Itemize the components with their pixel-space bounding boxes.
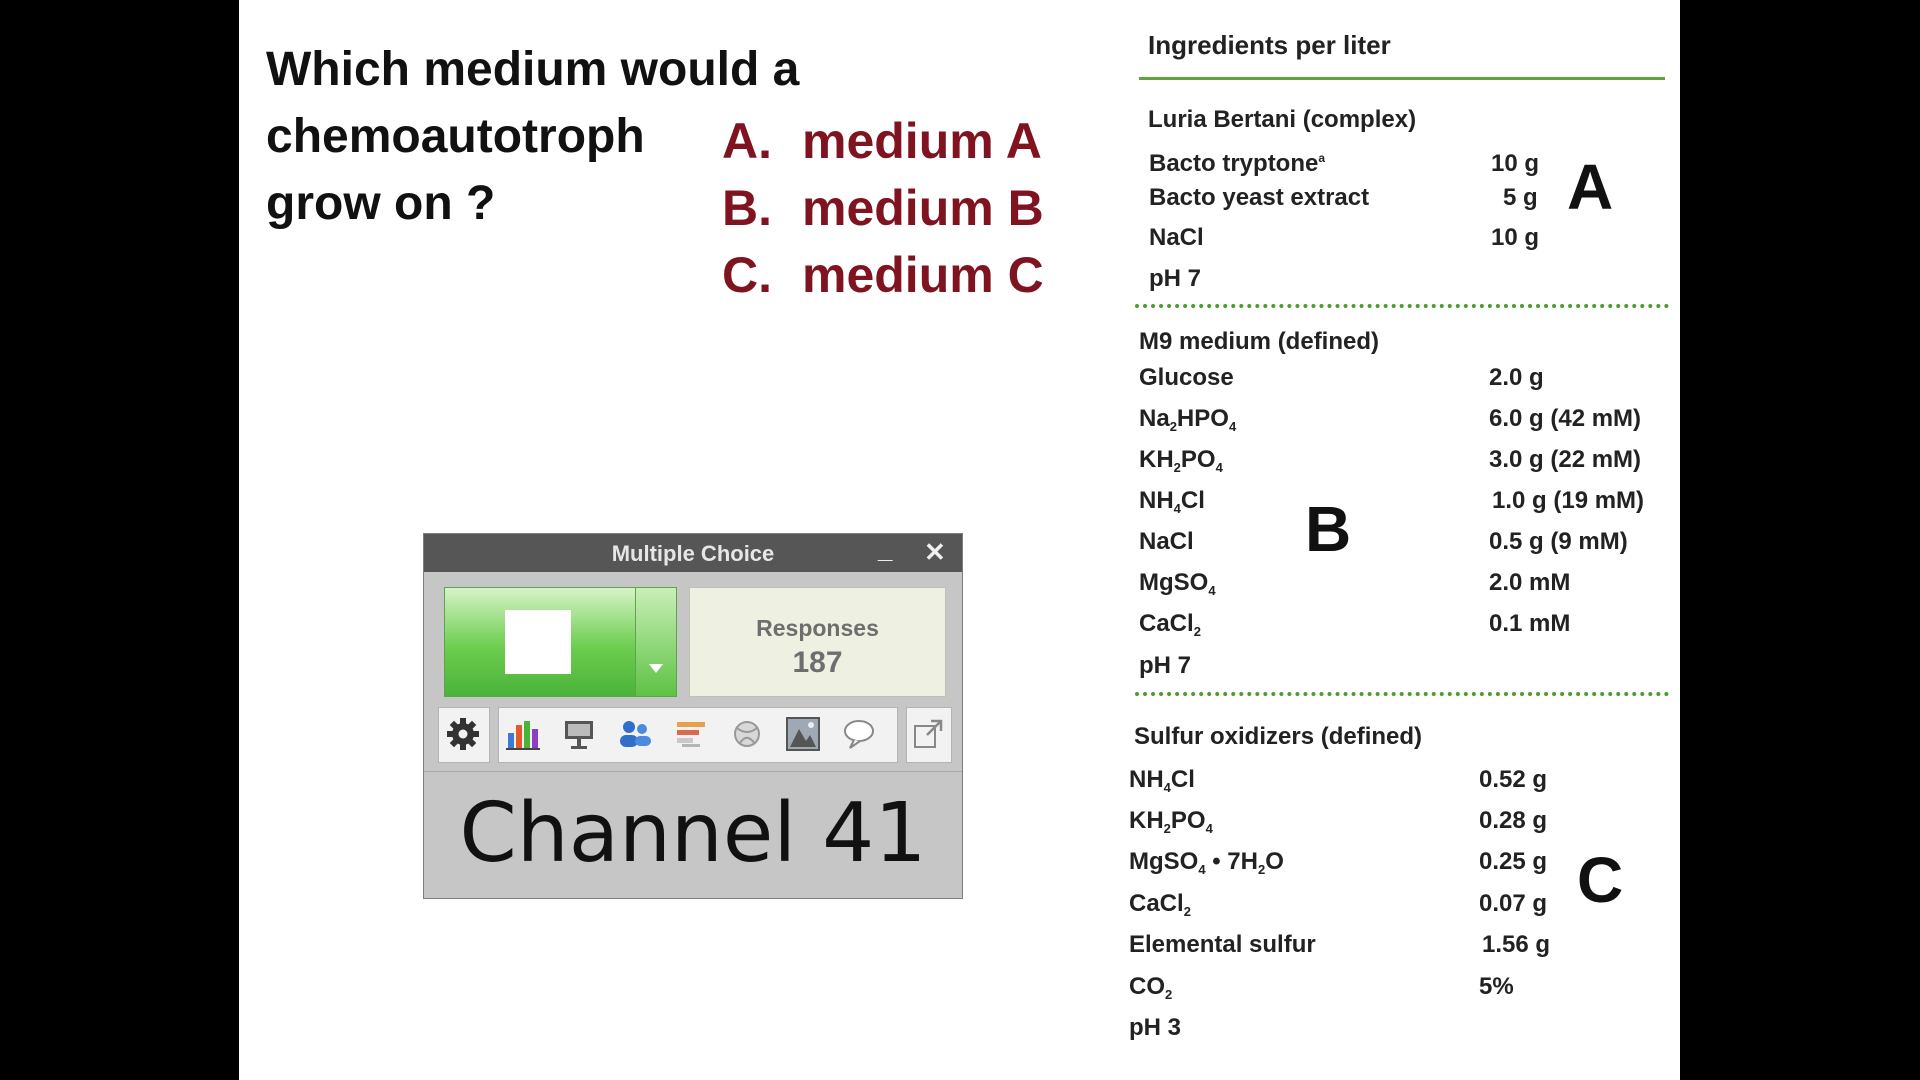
screenshot-icon[interactable] xyxy=(784,715,822,753)
channel-label: Channel 41 xyxy=(459,786,927,881)
row-name: NH4Cl xyxy=(1129,766,1195,795)
section-a-title: Luria Bertani (complex) xyxy=(1148,106,1417,133)
poll-dropdown-button[interactable] xyxy=(635,587,677,697)
window-titlebar[interactable]: Multiple Choice _ ✕ xyxy=(424,534,962,572)
question-text: Which medium would a chemoautotroph grow… xyxy=(266,43,800,230)
section-a-label: A xyxy=(1567,151,1614,223)
row-name: pH 7 xyxy=(1149,265,1202,292)
option-letter: C. xyxy=(722,247,772,303)
row-amount: 1.56 g xyxy=(1482,931,1551,958)
responses-panel: Responses 187 xyxy=(689,587,946,697)
option-letter: B. xyxy=(722,180,772,236)
row-name: Bacto tryptonea xyxy=(1149,150,1326,177)
row-name: Glucose xyxy=(1139,364,1234,391)
row-amount: 10 g xyxy=(1491,150,1540,177)
section-b-title: M9 medium (defined) xyxy=(1139,328,1380,355)
row-amount: 5 g xyxy=(1503,184,1538,211)
responses-count: 187 xyxy=(792,646,843,679)
window-title: Multiple Choice xyxy=(611,541,775,566)
table-header: Ingredients per liter xyxy=(1148,30,1391,60)
option-c: C. medium C xyxy=(722,242,1044,309)
row-name: Elemental sulfur xyxy=(1129,931,1316,958)
presentation-icon[interactable] xyxy=(560,715,598,753)
row-name: CaCl2 xyxy=(1139,610,1201,639)
slide: Which medium would a chemoautotroph grow… xyxy=(239,0,1680,1080)
row-amount: 0.5 g (9 mM) xyxy=(1489,528,1628,555)
pop-out-icon[interactable] xyxy=(909,715,947,753)
section-b-label: B xyxy=(1305,493,1352,565)
option-letter: A. xyxy=(722,113,772,169)
row-name: pH 3 xyxy=(1129,1014,1182,1041)
row-amount: 1.0 g (19 mM) xyxy=(1492,487,1645,514)
speech-bubble-icon[interactable] xyxy=(840,715,878,753)
section-c-label: C xyxy=(1577,844,1624,916)
row-name: NH4Cl xyxy=(1139,487,1205,516)
row-amount: 0.1 mM xyxy=(1489,610,1571,637)
row-amount: 0.07 g xyxy=(1479,890,1548,917)
row-amount: 0.25 g xyxy=(1479,848,1548,875)
row-amount: 0.52 g xyxy=(1479,766,1548,793)
close-button[interactable]: ✕ xyxy=(924,537,946,567)
minimize-button[interactable]: _ xyxy=(878,534,893,564)
header-rule xyxy=(1139,77,1665,80)
row-name: pH 7 xyxy=(1139,652,1192,679)
row-name: NaCl xyxy=(1149,224,1204,251)
row-name: Na2HPO4 xyxy=(1139,405,1237,434)
row-name: CaCl2 xyxy=(1129,890,1191,919)
row-name: KH2PO4 xyxy=(1139,446,1223,475)
row-amount: 6.0 g (42 mM) xyxy=(1489,405,1642,432)
responses-label: Responses xyxy=(756,615,879,641)
stop-square-icon xyxy=(505,610,571,674)
row-amount: 0.28 g xyxy=(1479,807,1548,834)
chevron-down-icon xyxy=(649,664,663,673)
bar-chart-icon[interactable] xyxy=(504,715,542,753)
row-name: CO2 xyxy=(1129,973,1173,1002)
section-divider xyxy=(1135,304,1669,308)
gear-icon[interactable] xyxy=(444,715,482,753)
toolbar xyxy=(438,707,952,763)
toolbar-group xyxy=(906,707,952,763)
option-a: A. medium A xyxy=(722,108,1044,175)
row-name: MgSO4 • 7H2O xyxy=(1129,848,1284,877)
divider xyxy=(424,771,962,772)
option-text: medium B xyxy=(802,180,1044,236)
row-amount: 3.0 g (22 mM) xyxy=(1489,446,1642,473)
section-divider xyxy=(1135,692,1669,696)
row-amount: 10 g xyxy=(1491,224,1540,251)
row-name: Bacto yeast extract xyxy=(1149,184,1370,211)
row-name: NaCl xyxy=(1139,528,1194,555)
option-text: medium A xyxy=(802,113,1042,169)
row-amount: 2.0 mM xyxy=(1489,569,1571,596)
row-name: KH2PO4 xyxy=(1129,807,1213,836)
ball-icon[interactable] xyxy=(728,715,766,753)
option-b: B. medium B xyxy=(722,175,1044,242)
row-amount: 2.0 g xyxy=(1489,364,1544,391)
scoreboard-icon[interactable] xyxy=(672,715,710,753)
answer-options: A. medium A B. medium B C. medium C xyxy=(722,108,1044,309)
participants-icon[interactable] xyxy=(616,715,654,753)
row-name: MgSO4 xyxy=(1139,569,1216,598)
poll-window: Multiple Choice _ ✕ Responses 187 xyxy=(423,533,963,899)
start-stop-poll-button[interactable] xyxy=(444,587,636,697)
option-text: medium C xyxy=(802,247,1044,303)
row-amount: 5% xyxy=(1479,973,1514,1000)
section-c-title: Sulfur oxidizers (defined) xyxy=(1134,723,1423,750)
